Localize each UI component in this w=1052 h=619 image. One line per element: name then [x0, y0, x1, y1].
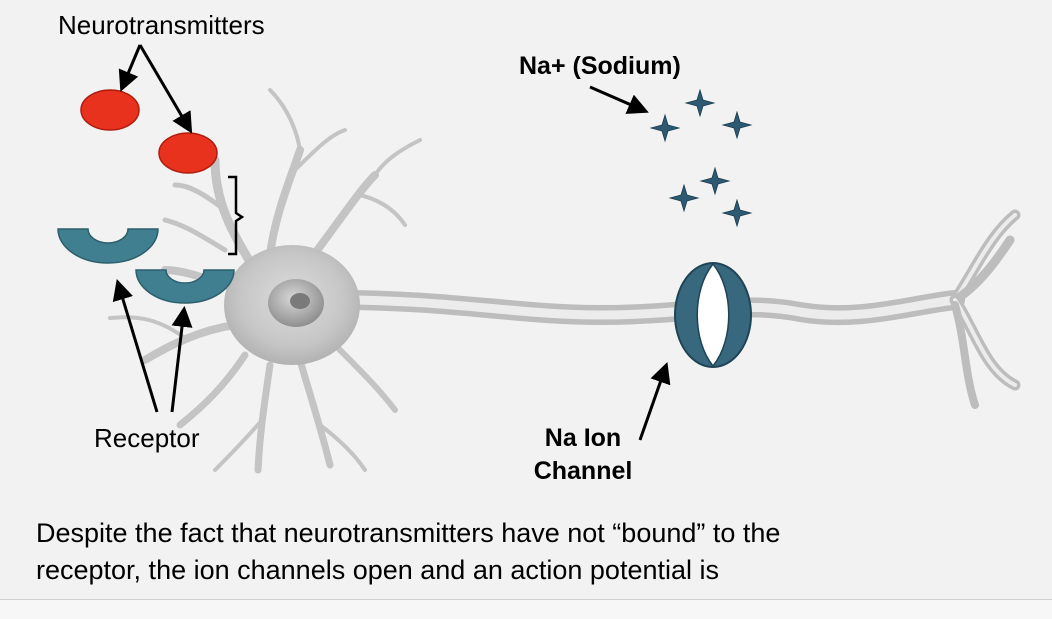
- na-ion-channel: [674, 262, 752, 368]
- neurotransmitter-1: [80, 89, 140, 131]
- arrow-neurotransmitter-1: [118, 44, 142, 92]
- sodium-ion-1: [684, 88, 716, 118]
- arrow-neurotransmitter-2: [138, 44, 193, 134]
- arrow-receptor-1: [112, 278, 159, 413]
- receptor-1: [57, 228, 159, 264]
- sodium-label: Na+ (Sodium): [519, 52, 681, 80]
- caption-line-2: receptor, the ion channels open and an a…: [36, 555, 719, 585]
- sodium-ion-4: [699, 166, 731, 196]
- sodium-ion-5: [668, 183, 700, 213]
- sodium-ion-3: [721, 110, 753, 140]
- neurotransmitters-label: Neurotransmitters: [58, 10, 265, 40]
- pointer-arrows: [112, 44, 671, 441]
- caption-line-1: Despite the fact that neurotransmitters …: [36, 518, 781, 548]
- neuron-diagram: [57, 44, 1021, 474]
- neuron-dendrites: [108, 88, 422, 474]
- sodium-ion-6: [721, 198, 753, 228]
- bottom-bar: [0, 599, 1052, 619]
- neurotransmitter-2: [158, 132, 218, 174]
- sodium-ions: [649, 88, 753, 228]
- receptor-2: [135, 269, 235, 304]
- arrow-ion-channel: [638, 362, 671, 441]
- sodium-ion-2: [649, 113, 681, 143]
- arrow-sodium: [589, 85, 649, 114]
- ion-channel-label-line1: Na Ion: [544, 424, 622, 452]
- bracket: [228, 175, 245, 256]
- caption: Despite the fact that neurotransmitters …: [36, 515, 1026, 589]
- neuron-soma: [224, 245, 360, 365]
- arrow-receptor-2: [170, 305, 193, 413]
- ion-channel-label-line2: Channel: [533, 457, 633, 485]
- receptor-label: Receptor: [94, 423, 200, 453]
- ion-channel-label: Na Ion Channel: [508, 422, 658, 488]
